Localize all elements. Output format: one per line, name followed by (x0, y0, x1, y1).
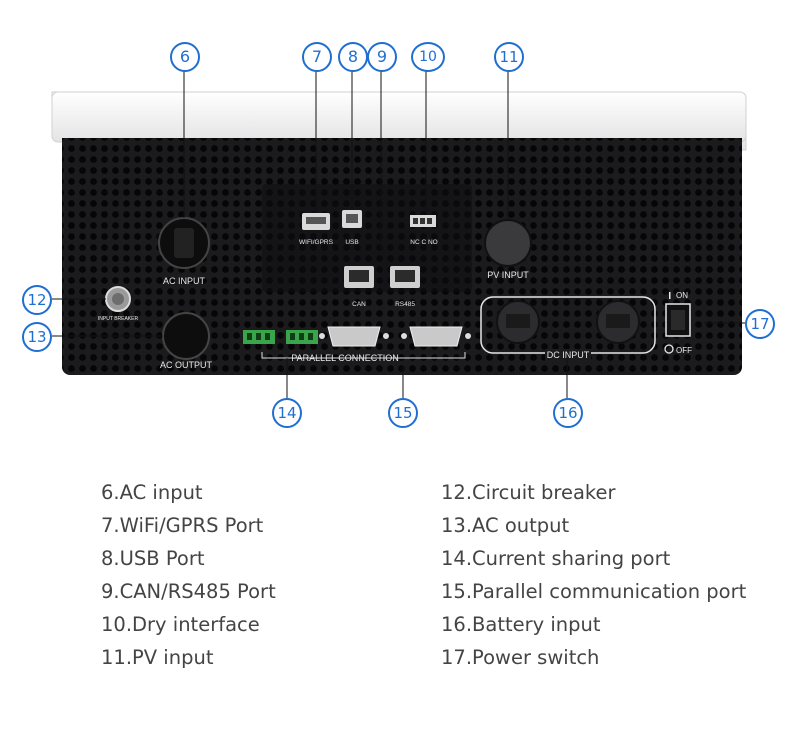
wifi-gprs-label: WIFI/GPRS (299, 239, 334, 246)
legend-right-column: 12.Circuit breaker 13.AC output 14.Curre… (441, 476, 746, 674)
legend-left-column: 6.AC input 7.WiFi/GPRS Port 8.USB Port 9… (101, 476, 276, 674)
inverter-illustration: AC INPUT AC OUTPUT INPUT BREAKER WIFI/GP… (51, 68, 747, 398)
legend-item: 17.Power switch (441, 646, 600, 669)
callout-11: 11 (494, 42, 524, 72)
legend-item: 8.USB Port (101, 547, 205, 570)
can-port: CAN (344, 266, 374, 308)
ac-output-connector: AC OUTPUT (160, 312, 213, 370)
callout-8: 8 (338, 42, 368, 72)
callout-9: 9 (367, 42, 397, 72)
callout-leader-lines (52, 68, 745, 398)
usb-label: USB (345, 239, 358, 246)
device-body (62, 138, 742, 375)
legend-item: 7.WiFi/GPRS Port (101, 514, 264, 537)
legend-item: 16.Battery input (441, 613, 601, 636)
callout-12: 12 (22, 285, 52, 315)
inverter-figure: AC INPUT AC OUTPUT INPUT BREAKER WIFI/GP… (22, 42, 775, 428)
ac-output-label: AC OUTPUT (160, 360, 213, 370)
callout-17: 17 (745, 309, 775, 339)
pv-input-connector: PV INPUT (484, 219, 532, 280)
pv-input-label: PV INPUT (487, 270, 529, 280)
callout-14: 14 (272, 398, 302, 428)
ac-input-connector: AC INPUT (158, 217, 210, 286)
callout-13: 13 (22, 322, 52, 352)
dc-input-connectors: DC INPUT (480, 296, 656, 361)
ac-input-label: AC INPUT (163, 276, 206, 286)
can-label: CAN (352, 301, 366, 308)
legend-item: 12.Circuit breaker (441, 481, 616, 504)
switch-off-label: OFF (676, 346, 692, 355)
legend-item: 11.PV input (101, 646, 214, 669)
input-breaker-label: INPUT BREAKER (98, 316, 139, 322)
legend-item: 6.AC input (101, 481, 203, 504)
callout-10: 10 (411, 42, 445, 72)
parallel-db9-ports (319, 326, 471, 347)
legend-item: 10.Dry interface (101, 613, 260, 636)
callout-16: 16 (553, 398, 583, 428)
current-sharing-terminals (243, 330, 318, 344)
dry-contact-label: NC C NO (410, 239, 437, 246)
switch-on-label: ON (676, 291, 688, 300)
dc-input-label: DC INPUT (547, 350, 590, 360)
legend-item: 13.AC output (441, 514, 570, 537)
parallel-connection-label: PARALLEL CONNECTION (291, 353, 399, 363)
power-switch: ON OFF (664, 291, 692, 355)
callout-15: 15 (388, 398, 418, 428)
wifi-gprs-port: WIFI/GPRS (299, 213, 334, 246)
input-breaker: INPUT BREAKER (98, 286, 139, 322)
legend-item: 15.Parallel communication port (441, 580, 747, 603)
usb-port: USB (342, 210, 362, 246)
callout-7: 7 (302, 42, 332, 72)
rs485-port: RS485 (390, 266, 420, 308)
legend-item: 14.Current sharing port (441, 547, 671, 570)
legend-item: 9.CAN/RS485 Port (101, 580, 276, 603)
rs485-label: RS485 (395, 301, 415, 308)
callout-6: 6 (170, 42, 200, 72)
dry-contact-terminal: NC C NO (410, 215, 438, 246)
